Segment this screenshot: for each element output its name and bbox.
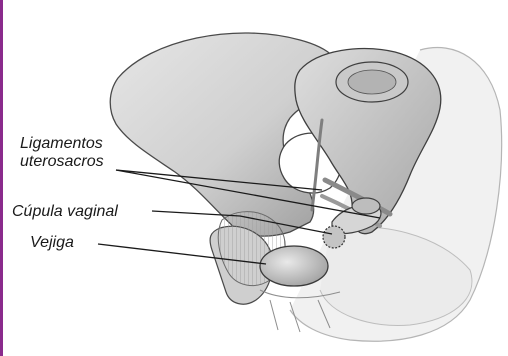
label-cupula-vaginal: Cúpula vaginal xyxy=(12,203,118,221)
sacral-canal xyxy=(348,70,396,94)
vaginal-tube-end xyxy=(352,198,380,214)
label-ligamentos-line2: uterosacros xyxy=(20,153,104,171)
bladder xyxy=(260,246,328,286)
label-vejiga: Vejiga xyxy=(30,234,74,252)
vaginal-cuff xyxy=(323,226,345,248)
label-ligamentos-line1: Ligamentos xyxy=(20,135,103,153)
